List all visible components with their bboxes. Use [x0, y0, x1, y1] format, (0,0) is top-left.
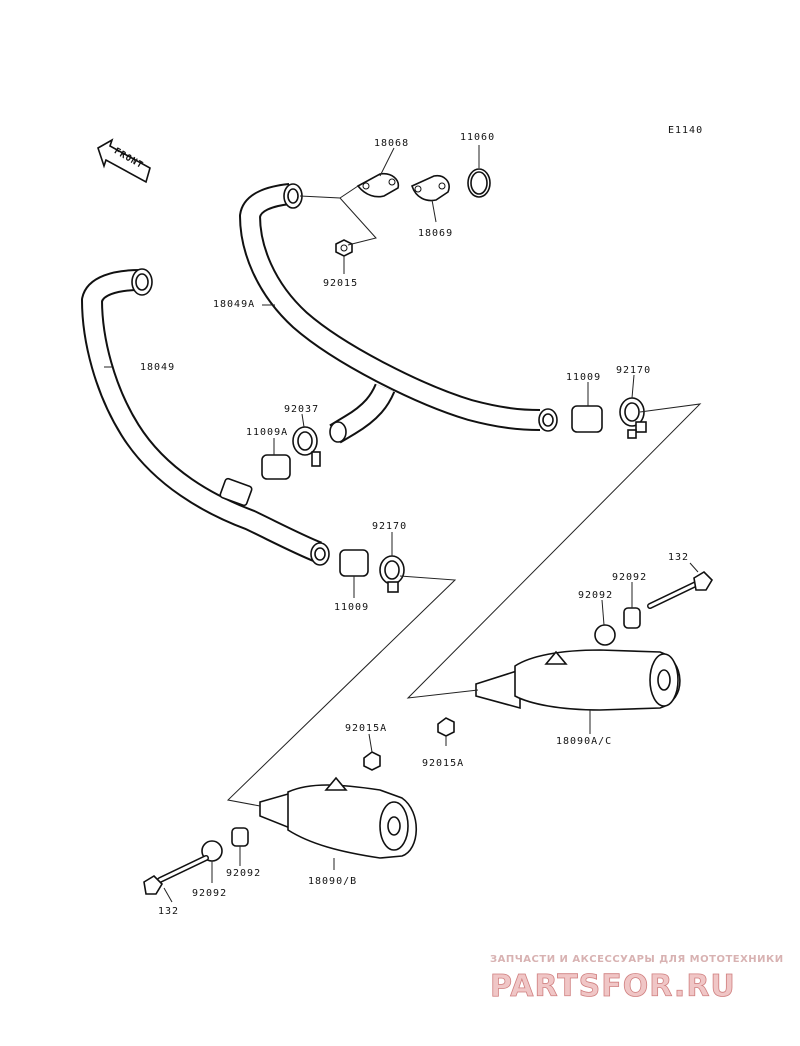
sleeve-11009-mid — [339, 549, 369, 577]
grommet-92092-r2 — [594, 624, 616, 646]
exhaust-pipe-18049 — [81, 268, 330, 566]
gasket-11060 — [467, 168, 491, 198]
label-18068: 18068 — [374, 138, 409, 149]
nut-92015a-left — [363, 751, 381, 771]
label-18069: 18069 — [418, 228, 453, 239]
sleeve-11009-top — [571, 405, 603, 433]
label-92092-r1: 92092 — [612, 572, 647, 583]
watermark-logo: PARTSFOR.RU — [490, 969, 736, 1004]
label-11009-top: 11009 — [566, 372, 601, 383]
nut-92015a-right — [437, 717, 455, 737]
flange-18068 — [356, 172, 400, 198]
bolt-132-left — [143, 855, 209, 895]
front-arrow-icon: FRONT — [97, 138, 151, 184]
label-92092-l1: 92092 — [226, 868, 261, 879]
label-92037: 92037 — [284, 404, 319, 415]
label-18049a: 18049A — [213, 299, 255, 310]
label-18049: 18049 — [140, 362, 175, 373]
clamp-92170-top — [619, 397, 647, 439]
label-132-left: 132 — [158, 906, 179, 917]
grommet-92092-l1 — [231, 827, 249, 847]
label-18090b: 18090/B — [308, 876, 357, 887]
label-11060: 11060 — [460, 132, 495, 143]
label-18090ac: 18090A/C — [556, 736, 612, 747]
exhaust-pipe-18049a — [239, 183, 558, 444]
label-11009-mid: 11009 — [334, 602, 369, 613]
leader-lines — [104, 145, 699, 903]
grommet-92092-r1 — [623, 607, 641, 629]
label-92015: 92015 — [323, 278, 358, 289]
label-92092-l2: 92092 — [192, 888, 227, 899]
diagram-code: E1140 — [668, 125, 703, 136]
label-92092-r2: 92092 — [578, 590, 613, 601]
muffler-18090b — [259, 776, 418, 859]
label-11009a: 11009A — [246, 427, 288, 438]
label-92015a-left: 92015A — [345, 723, 387, 734]
flange-18069 — [411, 174, 450, 202]
nut-92015 — [335, 239, 353, 257]
sleeve-11009a — [261, 454, 291, 480]
label-132-right: 132 — [668, 552, 689, 563]
muffler-18090ac — [475, 649, 681, 711]
label-92015a-right: 92015A — [422, 758, 464, 769]
bolt-132-right — [647, 570, 714, 609]
label-92170-top: 92170 — [616, 365, 651, 376]
watermark-tagline: ЗАПЧАСТИ И АКСЕССУАРЫ ДЛЯ МОТОТЕХНИКИ — [490, 954, 784, 965]
clamp-92170-mid — [379, 555, 405, 593]
assembly-lines — [226, 185, 702, 807]
clamp-92037 — [292, 426, 321, 467]
label-92170-mid: 92170 — [372, 521, 407, 532]
